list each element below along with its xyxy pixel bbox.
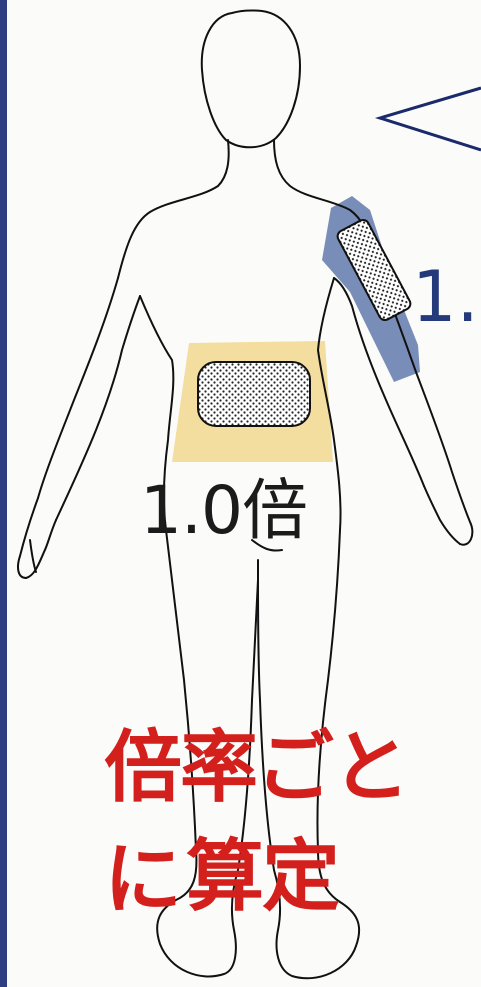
callout-pointer: [374, 86, 481, 152]
caption-line-2: 算定: [186, 832, 340, 922]
lumbar-multiplier-label: 1.0倍: [140, 472, 308, 549]
arm-patch: [336, 218, 412, 322]
caption-line-1: 倍率ごとに: [104, 723, 410, 925]
lumbar-patch: [197, 361, 311, 427]
arm-multiplier-label: 1.: [412, 256, 479, 338]
body-outline: [17, 9, 474, 980]
left-border: [0, 0, 7, 987]
